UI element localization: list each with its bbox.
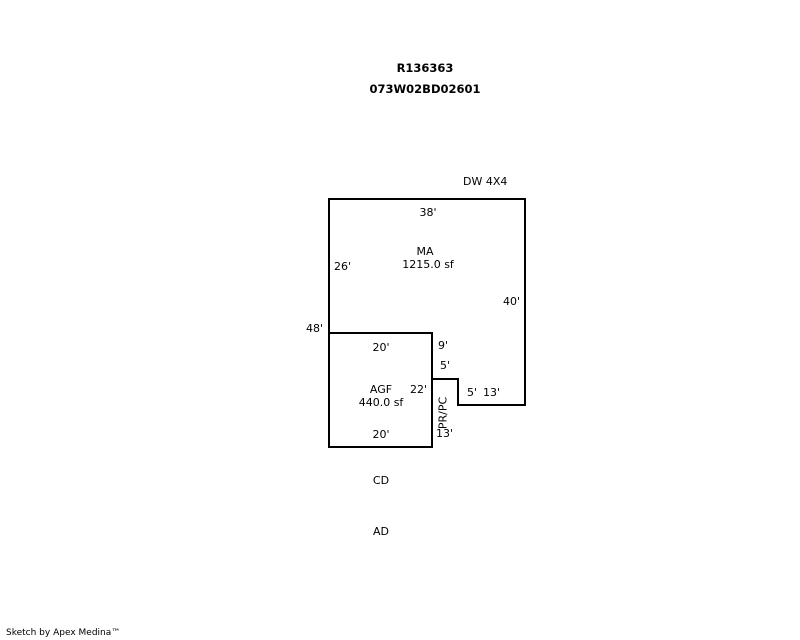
dim-ma-left: 26' bbox=[334, 260, 352, 273]
dw-label: DW 4X4 bbox=[463, 175, 508, 188]
dim-lower-13: 13' bbox=[436, 427, 454, 440]
dim-porch-13: 13' bbox=[483, 386, 501, 399]
main-area-outline bbox=[328, 198, 526, 406]
area-ma-size: 1215.0 sf bbox=[402, 258, 454, 271]
area-agf-code: AGF bbox=[369, 383, 393, 396]
dim-agf-bottom: 20' bbox=[372, 428, 390, 441]
ad-label: AD bbox=[373, 525, 389, 538]
area-agf-size: 440.0 sf bbox=[358, 396, 404, 409]
map-tax-lot: 073W02BD02601 bbox=[369, 82, 481, 96]
account-number: R136363 bbox=[396, 61, 454, 75]
garage-outline bbox=[328, 332, 433, 448]
cd-label: CD bbox=[372, 474, 390, 487]
dim-step-5: 5' bbox=[440, 359, 451, 372]
dim-ma-right: 40' bbox=[503, 295, 521, 308]
dim-ma-top: 38' bbox=[419, 206, 437, 219]
dim-step-9: 9' bbox=[438, 339, 449, 352]
dim-overall-left: 48' bbox=[306, 322, 324, 335]
area-ma-code: MA bbox=[416, 245, 434, 258]
dim-agf-right: 22' bbox=[410, 383, 428, 396]
dim-agf-top: 20' bbox=[372, 341, 390, 354]
dim-porch-5: 5' bbox=[467, 386, 478, 399]
sketch-credit: Sketch by Apex Medina™ bbox=[6, 628, 121, 638]
